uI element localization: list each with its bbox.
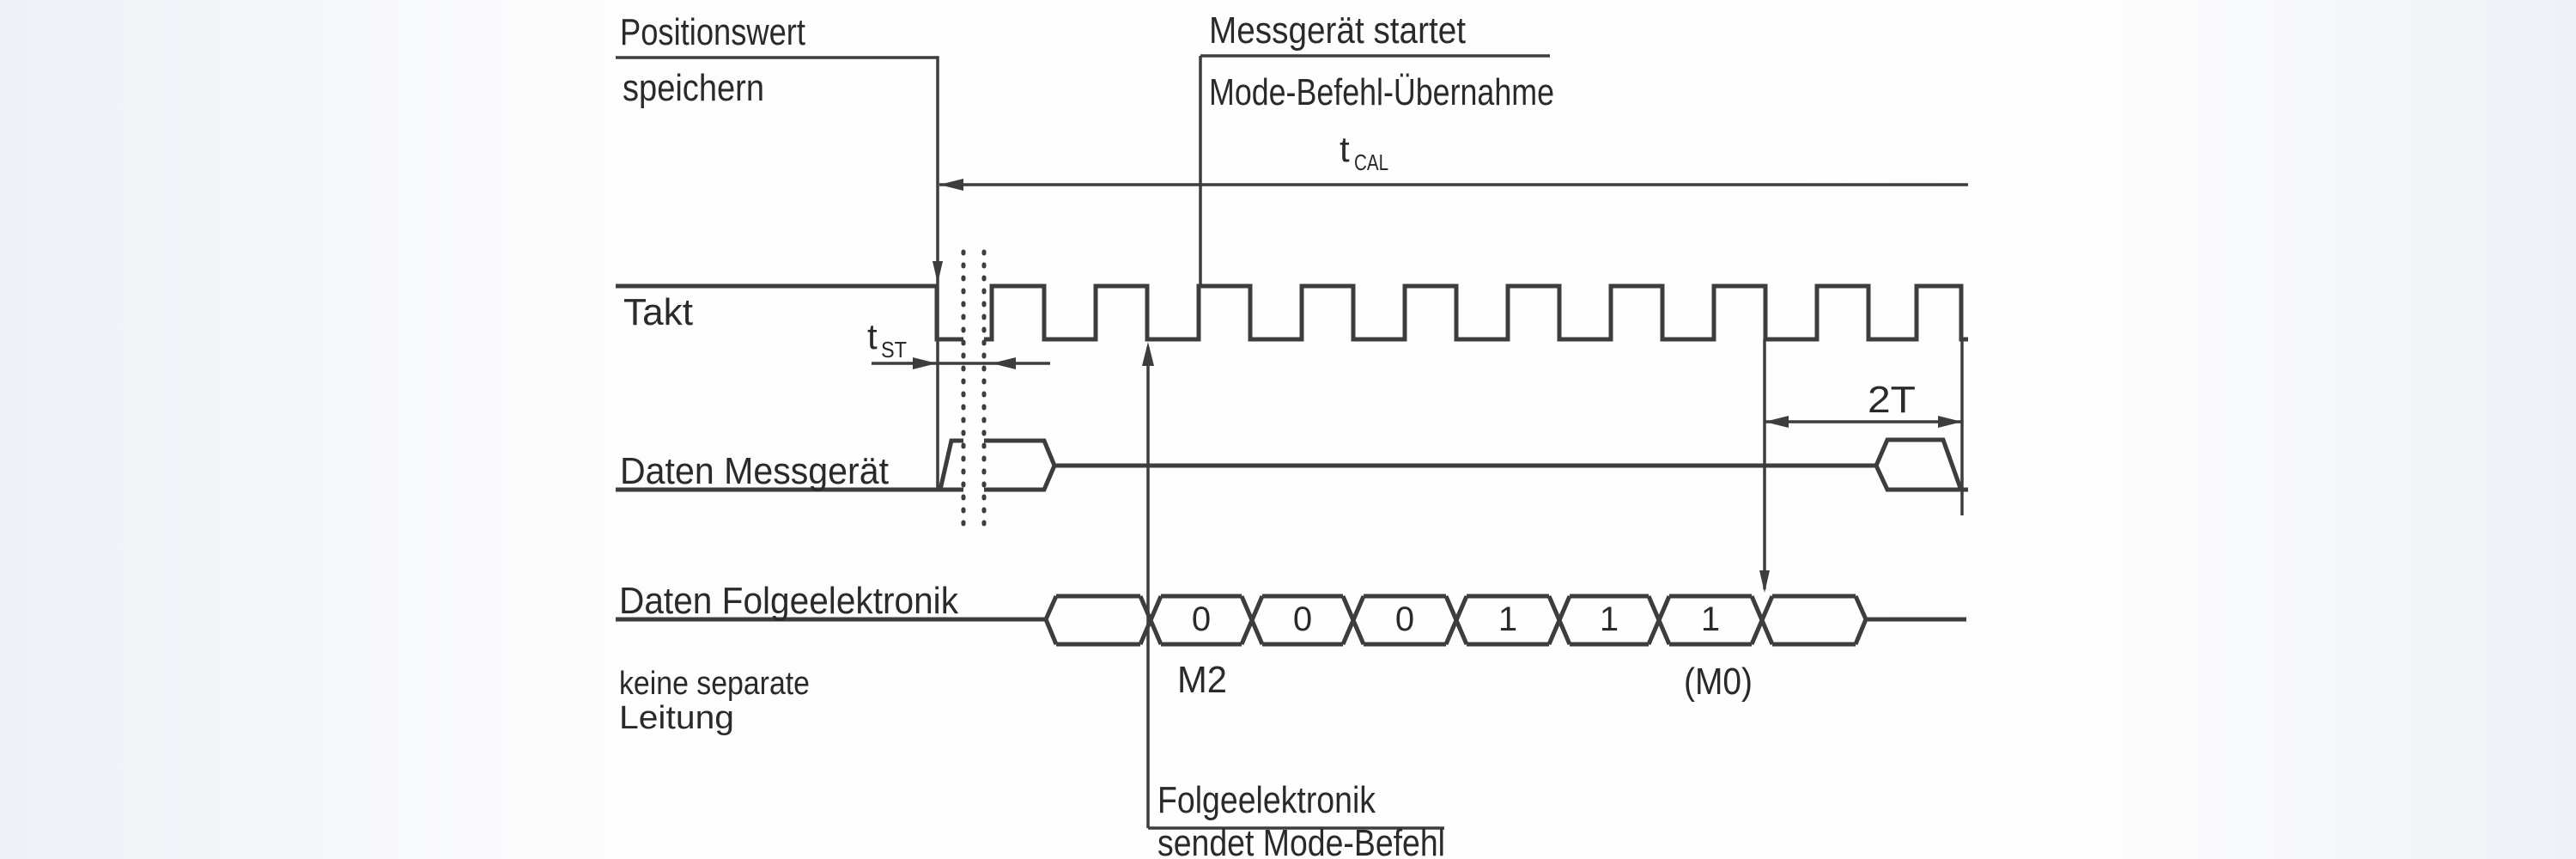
label-keine-separate: keine separate xyxy=(619,666,810,702)
bit-value: 1 xyxy=(1498,600,1517,638)
data-encoder-bubble-bottom-b xyxy=(984,465,1057,492)
bus-crossover xyxy=(1546,595,1572,645)
bit-value: 0 xyxy=(1192,600,1211,638)
waveform-lines-layer xyxy=(616,54,1968,830)
tst-arrowhead-right xyxy=(913,357,937,369)
label-positionswert: Positionswert xyxy=(620,11,805,53)
label-tst-symbol: t xyxy=(867,316,878,356)
label-daten-messgeraet: Daten Messgerät xyxy=(620,450,889,492)
label-leitung: Leitung xyxy=(619,700,734,736)
label-tcal-subscript: CAL xyxy=(1354,149,1388,175)
bus-crossover xyxy=(1646,595,1672,645)
bus-open-top xyxy=(1043,594,1059,621)
label-2t: 2T xyxy=(1868,379,1916,421)
bit-value: 0 xyxy=(1395,600,1414,638)
bus-crossover xyxy=(1138,595,1163,645)
data-encoder-end-bubble-top xyxy=(1874,437,1963,489)
clock-waveform-b xyxy=(984,283,1968,342)
label-folgeelektronik: Folgeelektronik xyxy=(1157,779,1376,821)
bus-crossover xyxy=(1239,595,1265,645)
label-tst-subscript: ST xyxy=(881,337,907,362)
2t-arrowhead-right xyxy=(1938,416,1962,428)
mode-send-arrowhead-up xyxy=(1142,342,1154,366)
tst-arrowhead-left xyxy=(992,357,1016,369)
bit-value: 1 xyxy=(1600,600,1619,638)
positionswert-underline-drop xyxy=(616,56,939,490)
bus-open-bottom xyxy=(1043,618,1059,645)
label-daten-folgeelektronik: Daten Folgeelektronik xyxy=(619,580,959,622)
label-tcal-symbol: t xyxy=(1340,129,1350,169)
2t-arrowhead-down xyxy=(1759,570,1770,593)
clock-waveform-a xyxy=(616,283,963,342)
bit-value: 0 xyxy=(1293,600,1312,638)
label-sendet-mode-befehl: sendet Mode-Befehl xyxy=(1157,822,1445,859)
data-encoder-bubble-top-b xyxy=(984,438,1057,466)
data-encoder-end-bubble-bottom xyxy=(1874,464,1968,492)
bus-close-bottom xyxy=(1853,618,1868,645)
2t-arrowhead-left xyxy=(1765,416,1789,428)
data-bus-layer: 0 0 0 1 1 1 xyxy=(616,594,1966,647)
data-encoder-baseline-rise-top xyxy=(616,438,963,492)
bit-value: 1 xyxy=(1701,600,1720,638)
positionswert-arrowhead-down xyxy=(933,261,943,283)
bus-close-top xyxy=(1853,594,1868,621)
label-m0: (M0) xyxy=(1684,661,1753,703)
label-takt: Takt xyxy=(623,291,693,333)
label-mode-befehl-uebernahme: Mode-Befehl-Übernahme xyxy=(1209,71,1554,113)
bus-crossover xyxy=(1749,595,1775,645)
bus-crossover xyxy=(1340,595,1366,645)
label-speichern: speichern xyxy=(623,67,764,109)
bus-crossover xyxy=(1443,595,1469,645)
label-m2: M2 xyxy=(1177,659,1227,701)
label-messgeraet-startet: Messgerät startet xyxy=(1209,9,1466,52)
tcal-arrowhead-left xyxy=(939,179,963,191)
